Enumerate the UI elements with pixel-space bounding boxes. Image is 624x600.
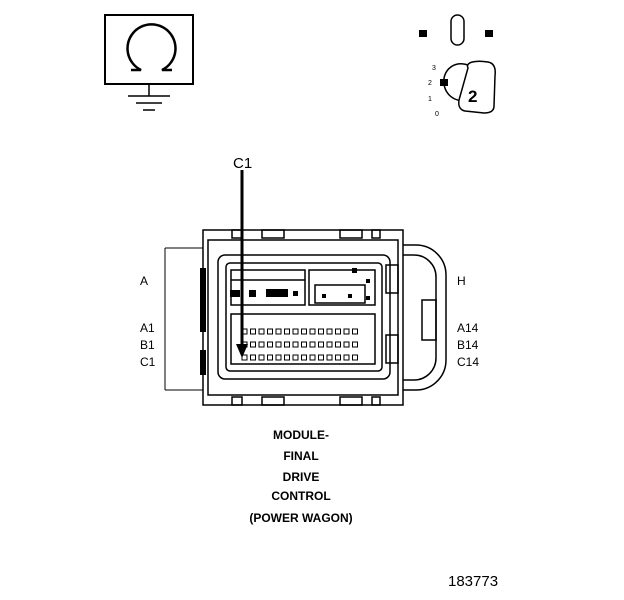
pin-cavity	[343, 354, 350, 361]
key-scale-mark: 1	[428, 96, 432, 103]
module-title-line: DRIVE	[283, 470, 320, 484]
key-position-number: 2	[468, 87, 477, 106]
pin-cavity	[267, 341, 273, 348]
key-scale-mark: 0	[435, 111, 439, 118]
pin-cavity	[352, 328, 358, 335]
pin-cavity	[284, 354, 290, 361]
pin-label-left: A1	[140, 321, 155, 335]
pin-label-right: B14	[457, 338, 479, 352]
pin-cavity	[275, 328, 282, 335]
figure-number: 183773	[448, 573, 498, 590]
pin-grid	[241, 328, 358, 361]
pin-cavity	[352, 341, 358, 348]
connector-body	[202, 229, 447, 406]
pin-cavity	[284, 341, 290, 348]
pin-cavity	[352, 354, 358, 361]
pin-cavity	[267, 354, 273, 361]
module-title-line: FINAL	[283, 449, 318, 463]
pin-cavity	[284, 328, 290, 335]
pin-cavity	[241, 354, 248, 361]
pin-cavity	[292, 341, 299, 348]
pin-cavity	[343, 341, 350, 348]
pin-cavity	[275, 341, 282, 348]
pin-label-left: C1	[140, 355, 156, 369]
pin-cavity	[241, 341, 248, 348]
pin-cavity	[250, 328, 256, 335]
pin-cavity	[301, 354, 307, 361]
pin-cavity	[258, 328, 265, 335]
pin-cavity	[326, 328, 333, 335]
pin-cavity	[292, 354, 299, 361]
pin-cavity	[301, 328, 307, 335]
pin-cavity	[275, 354, 282, 361]
pin-cavity	[343, 328, 350, 335]
pin-cavity	[309, 354, 316, 361]
pin-cavity	[250, 341, 256, 348]
pin-label-right: C14	[457, 355, 479, 369]
pin-label-left: A	[140, 274, 148, 288]
side-bracket	[164, 247, 206, 391]
key-scale-mark: 3	[432, 65, 436, 72]
pin-cavity	[318, 328, 324, 335]
pin-cavity	[309, 328, 316, 335]
pin-cavity	[318, 354, 324, 361]
pin-cavity	[326, 341, 333, 348]
module-title-line: (POWER WAGON)	[249, 511, 352, 525]
ignition-key-icon: 2 3 2 1 0	[419, 14, 496, 118]
callout-label: C1	[233, 155, 252, 172]
pin-cavity	[301, 341, 307, 348]
pin-cavity	[318, 341, 324, 348]
pin-cavity	[326, 354, 333, 361]
pin-label-left: B1	[140, 338, 155, 352]
key-scale-mark: 2	[428, 80, 432, 87]
pin-label-right: A14	[457, 321, 479, 335]
pin-cavity	[267, 328, 273, 335]
pin-cavity	[258, 341, 265, 348]
pin-cavity	[335, 354, 341, 361]
pin-cavity	[258, 354, 265, 361]
pin-label-right: H	[457, 274, 466, 288]
ground-symbol-icon	[104, 14, 194, 111]
pin-cavity	[309, 341, 316, 348]
pin-cavity	[335, 341, 341, 348]
module-title-line: MODULE-	[273, 428, 329, 442]
pin-cavity	[241, 328, 248, 335]
module-title-line: CONTROL	[271, 489, 330, 503]
pin-cavity	[250, 354, 256, 361]
pin-cavity	[292, 328, 299, 335]
cavity-markers	[230, 268, 370, 300]
pin-cavity	[335, 328, 341, 335]
